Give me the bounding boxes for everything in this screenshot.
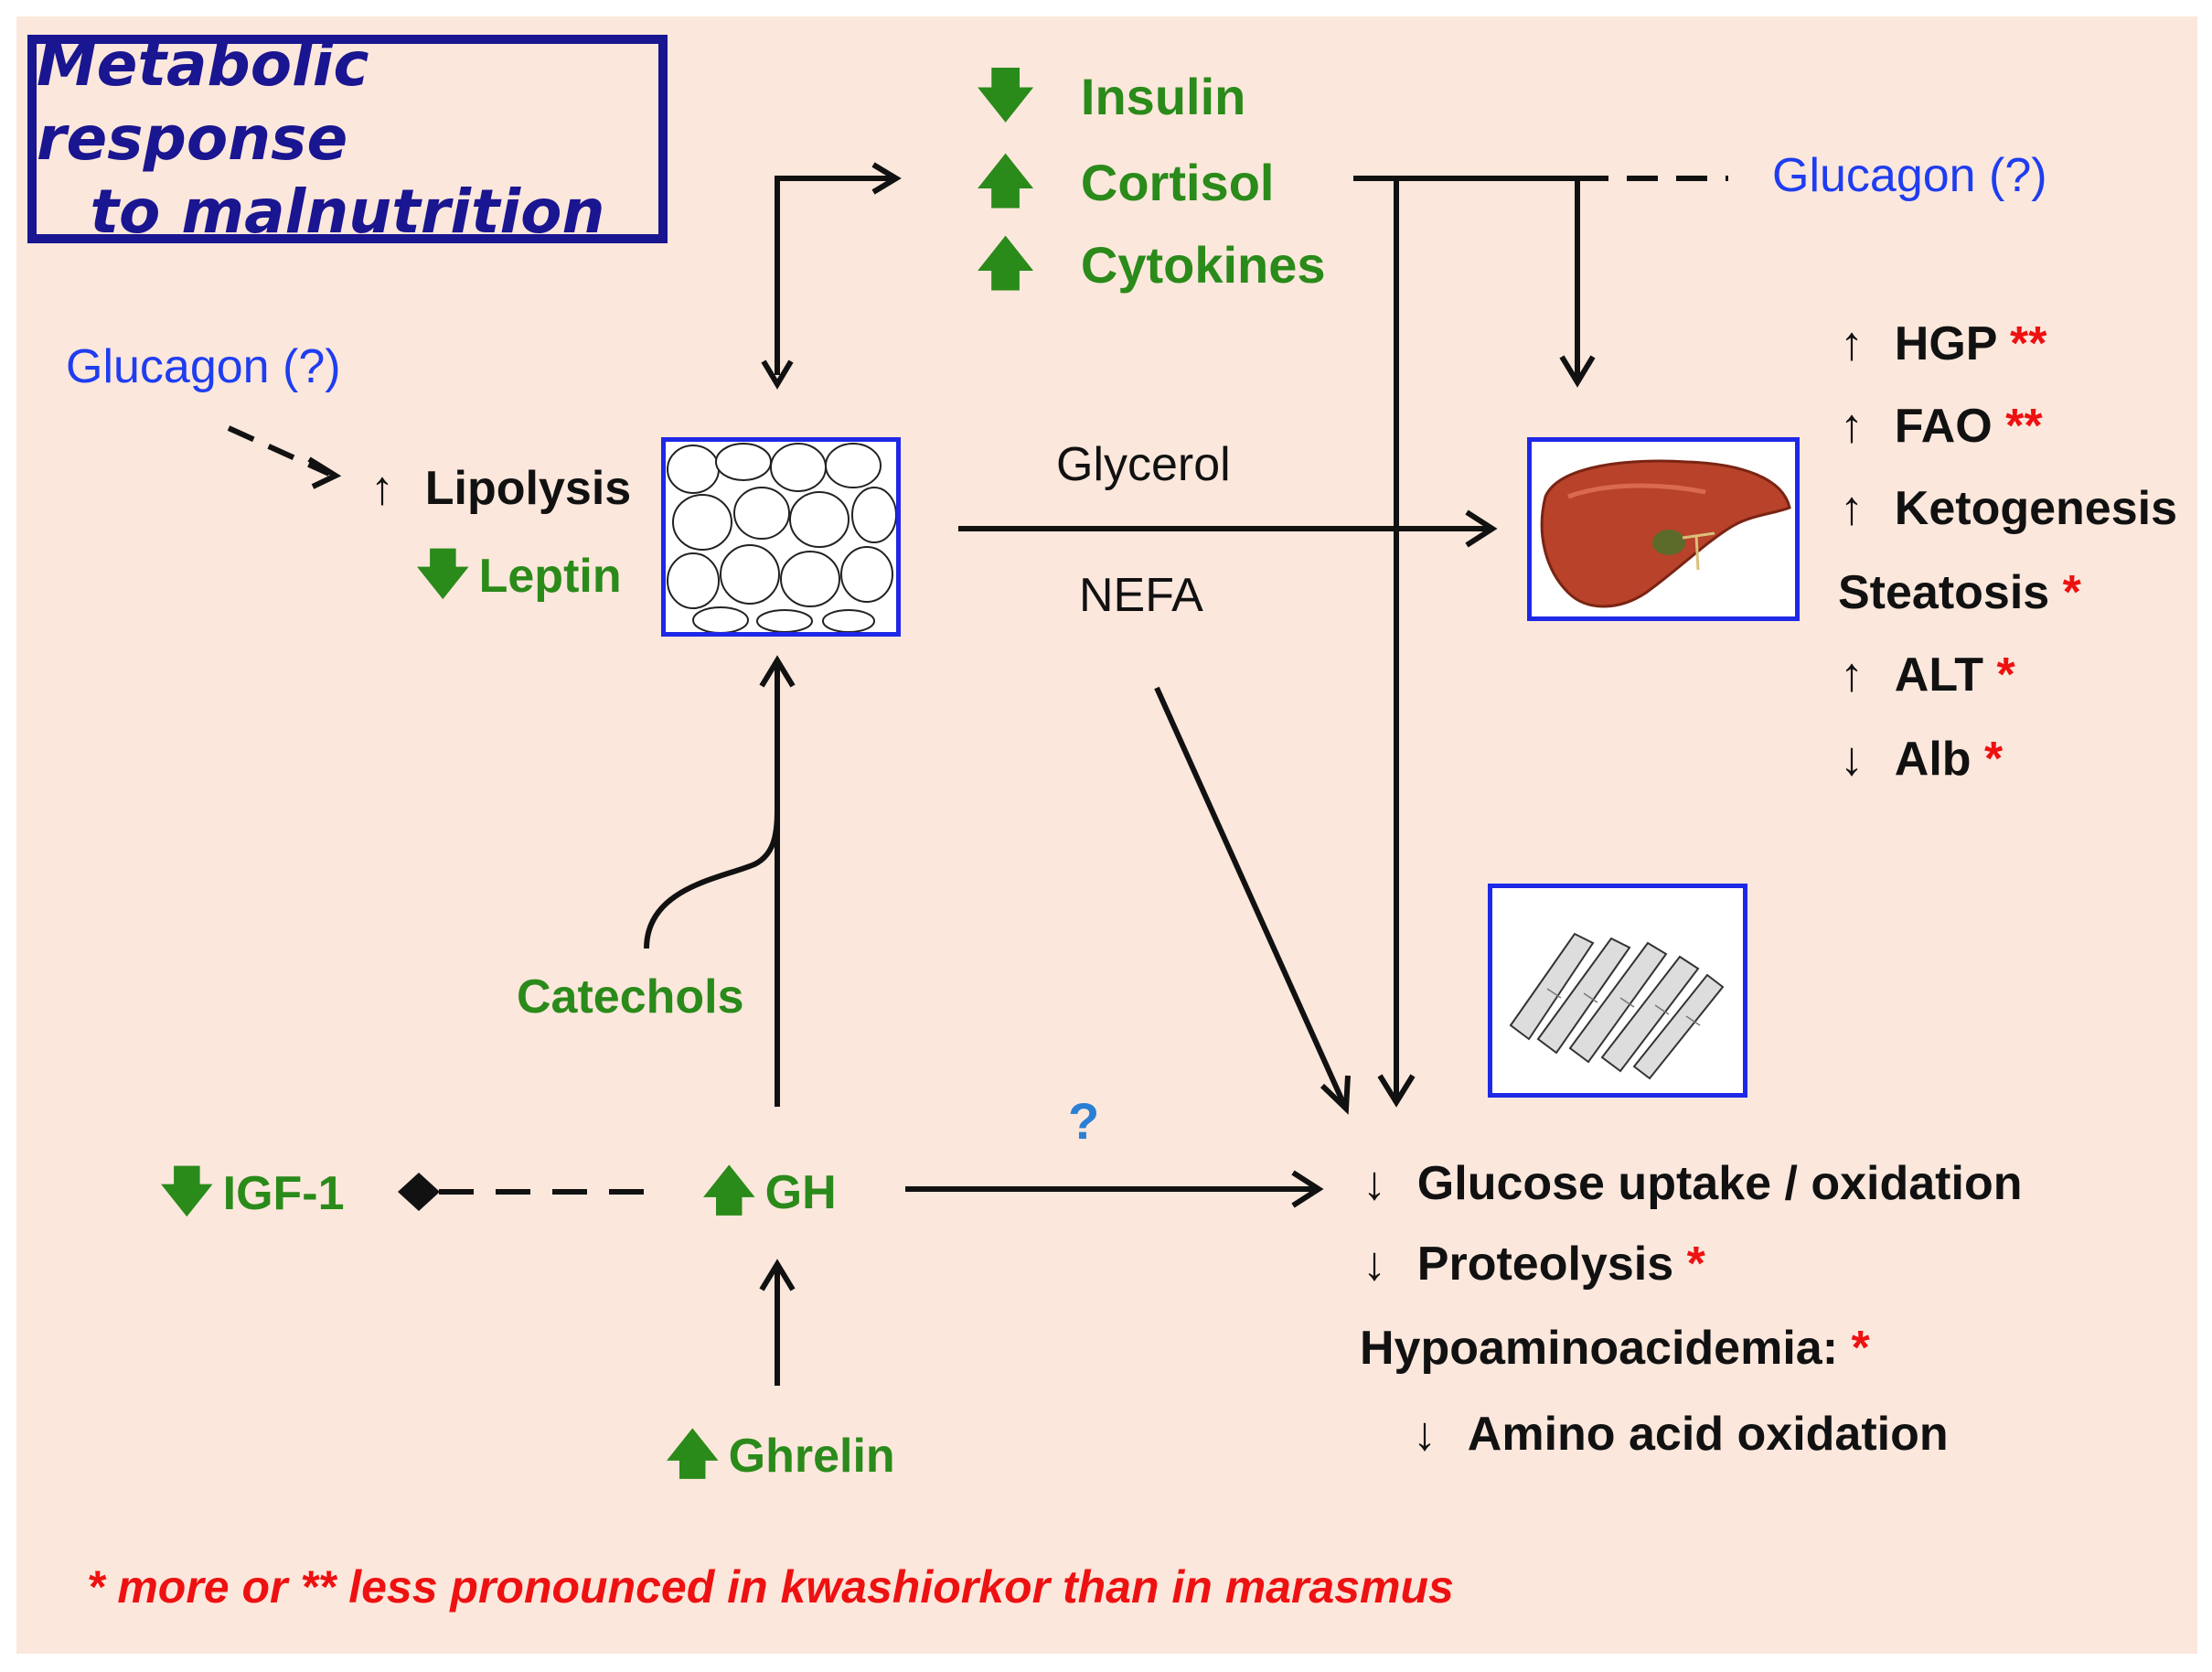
- hormone-insulin: 🡇Insulin: [977, 64, 1246, 127]
- glycerol-label: Glycerol: [1056, 438, 1231, 491]
- hormone-cortisol: 🡅Cortisol: [977, 150, 1275, 213]
- question-mark: ?: [1068, 1092, 1100, 1150]
- liver-effect-hgp: ↑HGP **: [1840, 317, 2047, 370]
- catechols-curve: [644, 795, 781, 949]
- title-line-1: Metabolic response: [37, 29, 369, 174]
- adipose-tissue-image: [661, 437, 901, 637]
- title-line-2: to malnutrition: [90, 177, 605, 248]
- effect-glucose-uptake: ↓Glucose uptake / oxidation: [1362, 1157, 2023, 1210]
- effect-hypoaminoacidemia: Hypoaminoacidemia: *: [1360, 1322, 1870, 1375]
- liver-icon: [1540, 459, 1791, 608]
- liver-effect-ketogenesis: ↑Ketogenesis: [1840, 482, 2178, 535]
- up-arrow-icon: 🡅: [702, 1162, 756, 1220]
- footnote: * more or ** less pronounced in kwashior…: [87, 1561, 1454, 1613]
- up-arrow-icon: 🡅: [666, 1425, 720, 1484]
- adipose-cells-icon: [667, 443, 896, 632]
- liver-effect-steatosis: Steatosis *: [1838, 566, 2081, 619]
- hormone-cytokines: 🡅Cytokines: [977, 232, 1326, 295]
- inhibition-diamond-icon: [398, 1173, 440, 1211]
- leptin-label: 🡇Leptin: [416, 545, 622, 604]
- down-arrow-icon: ↓: [1413, 1408, 1437, 1461]
- glucagon-right: Glucagon (?): [1772, 149, 2047, 202]
- up-arrow-icon: ↑: [370, 462, 394, 515]
- diagram-canvas: [16, 16, 2197, 1654]
- arrow-nefa-muscle: [1154, 686, 1347, 1107]
- up-arrow-icon: ↑: [1840, 400, 1864, 453]
- down-arrow-icon: 🡇: [977, 64, 1035, 127]
- up-arrow-icon: ↑: [1840, 648, 1864, 702]
- up-arrow-icon: ↑: [1840, 482, 1864, 535]
- down-arrow-icon: ↓: [1840, 733, 1864, 786]
- effect-amino-acid-oxidation: ↓Amino acid oxidation: [1413, 1408, 1949, 1461]
- glucagon-left: Glucagon (?): [66, 340, 341, 393]
- liver-effect-alb: ↓Alb *: [1840, 733, 2004, 786]
- effect-proteolysis: ↓Proteolysis *: [1362, 1238, 1705, 1291]
- liver-effect-alt: ↑ALT *: [1840, 648, 2015, 702]
- gh-label: 🡅GH: [702, 1162, 837, 1220]
- down-arrow-icon: ↓: [1362, 1238, 1386, 1291]
- down-arrow-icon: ↓: [1362, 1157, 1386, 1210]
- muscle-fiber-image: [1488, 884, 1747, 1098]
- arrow-hormones-adipose: [775, 176, 892, 375]
- up-arrow-icon: 🡅: [977, 150, 1035, 213]
- catechols-label: Catechols: [517, 970, 744, 1024]
- muscle-fibers-icon: [1509, 932, 1725, 1080]
- lipolysis-label: ↑Lipolysis: [370, 462, 632, 515]
- liver-image: [1527, 437, 1800, 621]
- down-arrow-icon: 🡇: [160, 1163, 214, 1221]
- title-box: Metabolic response to malnutrition: [27, 29, 668, 247]
- ghrelin-label: 🡅Ghrelin: [666, 1425, 895, 1484]
- down-arrow-icon: 🡇: [416, 545, 470, 604]
- liver-effect-fao: ↑FAO **: [1840, 400, 2043, 453]
- glucagon-dashed-left: [227, 425, 331, 477]
- igf1-label: 🡇IGF-1: [160, 1163, 345, 1221]
- up-arrow-icon: ↑: [1840, 317, 1864, 370]
- nefa-label: NEFA: [1079, 569, 1203, 622]
- up-arrow-icon: 🡅: [977, 232, 1035, 295]
